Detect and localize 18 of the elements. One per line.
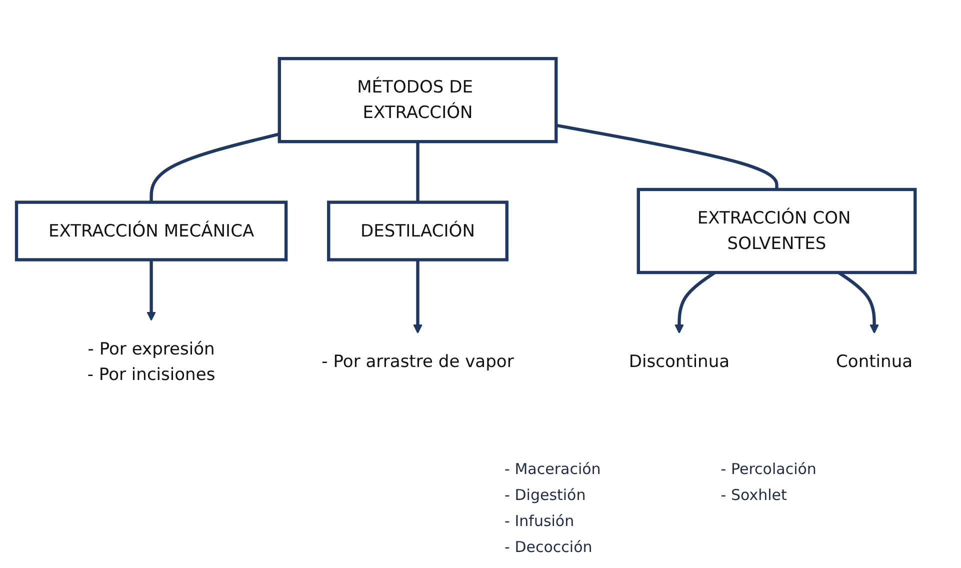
method-label: - Infusión: [504, 512, 576, 530]
node-box: EXTRACCIÓN MECÁNICA: [14, 200, 288, 262]
method-label: - Percolación: [720, 460, 816, 478]
node-text: Continua: [836, 351, 913, 372]
node-box: MÉTODOS DE EXTRACCIÓN: [278, 56, 558, 144]
node-box: DESTILACIÓN: [327, 200, 508, 262]
arrow: [146, 260, 156, 321]
method-label: - Decocción: [504, 538, 594, 556]
node-text: - Por expresión - Por incisiones: [87, 338, 216, 384]
method-label: - Soxhlet: [720, 486, 788, 504]
method-label: - Maceración: [504, 460, 601, 478]
node-text: - Por arrastre de vapor: [322, 351, 514, 372]
connector: [150, 132, 280, 202]
node-box: EXTRACCIÓN CON SOLVENTES: [636, 188, 917, 274]
node-text: Discontinua: [628, 351, 730, 372]
method-label: - Digestión: [504, 486, 587, 504]
arrow: [413, 260, 422, 334]
connector: [416, 142, 420, 202]
